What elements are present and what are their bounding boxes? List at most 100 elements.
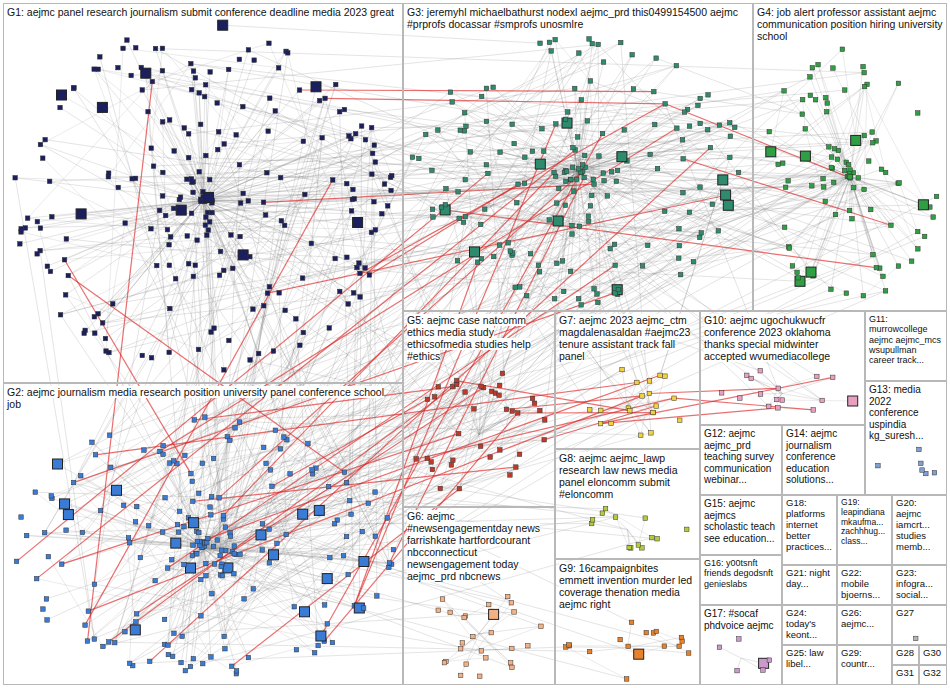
vertex [444,186,449,191]
vertex [831,375,836,380]
vertex [568,178,573,183]
vertex [216,130,221,135]
vertex [133,176,138,181]
tie-line [220,145,375,275]
vertex [745,373,750,378]
vertex [871,252,876,257]
vertex [161,443,166,448]
vertex [260,548,265,553]
vertex [49,494,54,499]
vertex [86,609,91,614]
vertex [588,204,593,209]
vertex [92,67,97,72]
vertex [542,438,547,443]
vertex [492,254,497,258]
tie-line [665,104,850,178]
vertex [375,594,380,599]
vertex [385,516,390,521]
vertex [431,215,436,220]
vertex [183,668,188,673]
vertex [234,669,239,674]
vertex [634,649,644,659]
vertex [301,330,306,335]
vertex [62,258,67,263]
tie-line [127,40,203,200]
vertex [206,536,211,541]
tie-line [578,104,665,171]
vertex [848,176,853,181]
vertex [35,219,40,224]
vertex [197,170,202,175]
vertex [677,227,682,232]
vertex [229,233,234,238]
vertex [919,461,924,466]
tie-line [58,77,810,464]
vertex [506,594,511,599]
vertex [294,317,299,322]
tie-line [653,633,688,653]
vertex [783,185,788,190]
vertex [735,668,740,673]
vertex [874,265,879,270]
vertex [126,536,131,541]
vertex [663,209,668,214]
tie-line [118,143,872,188]
vertex [484,163,489,168]
vertex [186,132,191,137]
vertex [767,129,772,134]
vertex [391,547,396,552]
vertex [300,607,310,617]
tie-line [446,634,479,662]
vertex [674,63,679,68]
tie-line [375,162,891,225]
vertex [622,128,627,133]
vertex [648,152,653,157]
vertex [98,55,103,60]
vertex [510,409,515,414]
tie-line [221,197,936,567]
vertex [424,132,429,137]
tie-line [191,64,783,163]
vertex [93,331,98,336]
vertex [342,470,347,475]
vertex [848,175,853,180]
vertex [455,259,460,264]
vertex [738,396,743,401]
vertex [135,504,140,509]
tie-line [783,394,823,401]
tie-line [88,444,309,641]
vertex [504,407,509,412]
vertex [438,486,443,491]
vertex [934,194,939,199]
vertex [456,431,461,436]
vertex [342,107,347,112]
vertex [195,539,200,544]
tie-line [348,189,864,304]
vertex [635,380,640,385]
vertex [218,249,223,254]
tie-line [48,557,103,647]
vertex [209,495,214,500]
vertex [312,651,317,656]
vertex [188,664,193,669]
vertex [349,209,354,214]
vertex [278,447,283,452]
vertex [227,338,232,343]
vertex [53,459,63,469]
tie-line [850,177,899,183]
vertex [640,264,645,269]
vertex [142,448,147,453]
tie-line [174,612,514,633]
tie-line [223,165,239,519]
vertex [682,110,687,115]
vertex [708,145,713,150]
tie-line [37,150,575,579]
vertex [161,170,166,175]
tie-line [445,210,880,268]
vertex [222,634,227,639]
vertex [351,291,356,296]
vertex [590,41,595,46]
tie-line [850,177,933,218]
vertex [787,246,792,251]
vertex [205,210,210,215]
